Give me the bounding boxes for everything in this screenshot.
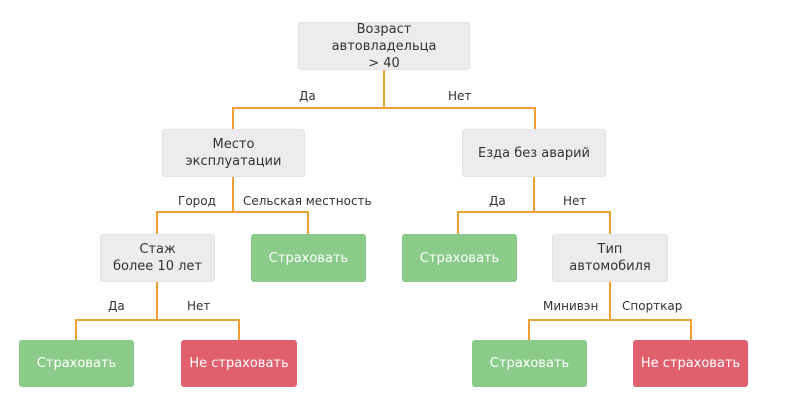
- leaf-accident-free-insure: Страховать: [402, 234, 517, 282]
- node-owner-age: Возраст автовладельца > 40: [298, 21, 470, 71]
- edge-label-accident-no: Нет: [563, 194, 587, 208]
- edge-label-exp-no: Нет: [187, 299, 211, 313]
- leaf-accident-free-insure-label: Страховать: [419, 250, 500, 266]
- leaf-rural-insure: Страховать: [251, 234, 366, 282]
- connector-experience: [75, 281, 240, 341]
- node-owner-age-line1: Возраст автовладельца: [331, 21, 437, 54]
- leaf-sportscar-decline: Не страховать: [633, 340, 748, 387]
- edge-label-city: Город: [178, 194, 216, 208]
- node-experience-line2: более 10 лет: [113, 259, 202, 274]
- connector-root: [232, 69, 536, 130]
- connector-place: [156, 176, 309, 235]
- node-place-of-use: Место эксплуатации: [162, 129, 305, 177]
- leaf-minivan-insure: Страховать: [472, 340, 587, 387]
- node-place-of-use-label: Место эксплуатации: [185, 137, 282, 169]
- edge-label-root-yes: Да: [299, 89, 316, 103]
- connector-car-type: [528, 281, 692, 341]
- edge-label-exp-yes: Да: [108, 299, 125, 313]
- leaf-experience-decline: Не страховать: [181, 340, 297, 387]
- leaf-sportscar-decline-label: Не страховать: [640, 356, 741, 371]
- node-accident-free: Езда без аварий: [462, 129, 606, 177]
- edge-label-rural: Сельская местность: [243, 194, 372, 208]
- leaf-experience-insure: Страховать: [19, 340, 134, 387]
- leaf-experience-decline-label: Не страховать: [189, 356, 289, 371]
- edge-label-accident-yes: Да: [489, 194, 506, 208]
- leaf-experience-insure-label: Страховать: [36, 356, 117, 371]
- edge-label-root-no: Нет: [448, 89, 472, 103]
- node-experience: Стаж более 10 лет: [100, 234, 215, 282]
- node-car-type: Тип автомобиля: [552, 234, 668, 282]
- node-experience-line1: Стаж: [139, 242, 176, 257]
- edge-label-sportscar: Спорткар: [622, 299, 683, 313]
- node-car-type-label: Тип автомобиля: [569, 242, 651, 274]
- edge-label-minivan: Минивэн: [543, 299, 599, 313]
- connector-accident: [457, 176, 611, 235]
- leaf-rural-insure-label: Страховать: [268, 250, 349, 266]
- node-accident-free-label: Езда без аварий: [477, 145, 591, 161]
- node-owner-age-line2: > 40: [368, 55, 400, 71]
- leaf-minivan-insure-label: Страховать: [489, 356, 570, 371]
